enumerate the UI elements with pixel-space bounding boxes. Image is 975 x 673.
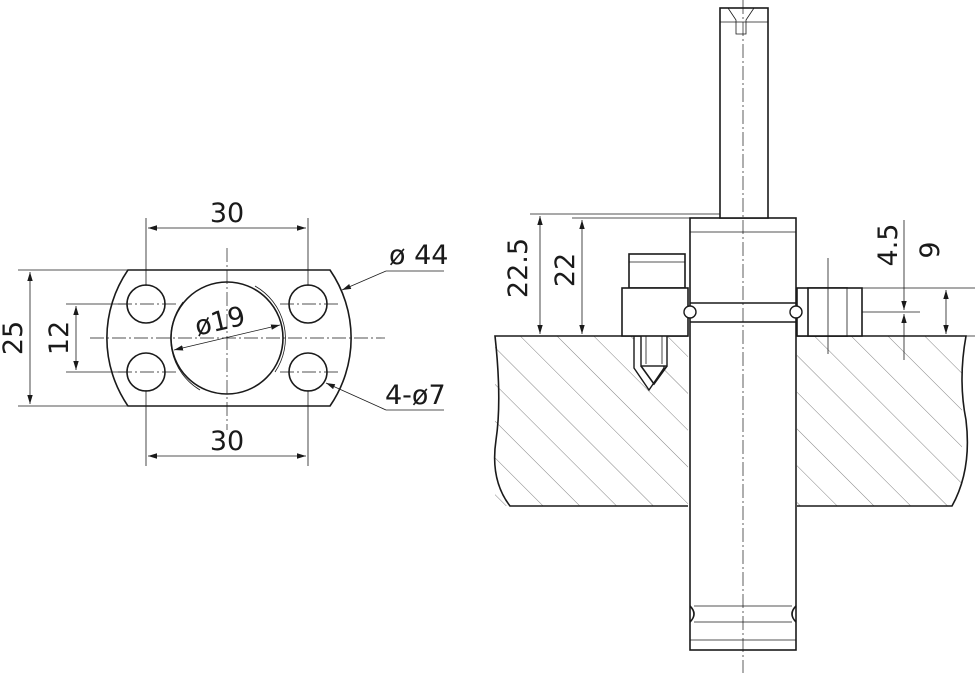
dim-bottom-width: 30: [210, 426, 244, 457]
flange-right-edge: [807, 287, 863, 337]
base-block-left-outline: [493, 335, 688, 507]
bore-hidden-arc: [170, 301, 201, 391]
plan-view: 30 30 25 12 ø19 ø 44 4-ø7: [0, 198, 448, 466]
dim-holes-callout: 4-ø7: [385, 380, 446, 411]
dim-radius-callout: ø 44: [389, 240, 448, 271]
dim-flange-height: 9: [915, 241, 946, 258]
dim-flange-top: 22.5: [503, 238, 534, 298]
groove-ball-right: [789, 305, 803, 319]
dim-line-bore: [173, 324, 281, 351]
dim-hole-spacing: 12: [44, 321, 75, 355]
dim-shaft-shoulder: 22: [550, 253, 581, 287]
screw-tip: [640, 365, 668, 386]
dim-top-width: 30: [210, 198, 244, 229]
dim-overall-height: 25: [0, 321, 29, 355]
leader-holes-diag: [325, 382, 387, 411]
dim-groove-offset: 4.5: [873, 224, 904, 267]
base-block-right-outline: [797, 335, 969, 507]
leader-radius-diag: [341, 270, 387, 291]
section-view: 22.5 22 4.5 9: [493, 0, 975, 673]
bottom-groove-left: [689, 605, 695, 623]
screw-head: [628, 253, 686, 289]
bottom-groove-right: [791, 605, 797, 623]
pin-top-recess: [727, 7, 755, 35]
flange-left: [621, 287, 689, 337]
flange-outline: [106, 269, 352, 407]
pin-body: [719, 7, 769, 219]
groove-ball-left: [683, 305, 697, 319]
base-block-right: [797, 336, 962, 506]
bore-hidden-arc-2: [254, 285, 286, 373]
dim-center-bore: ø19: [192, 301, 249, 343]
